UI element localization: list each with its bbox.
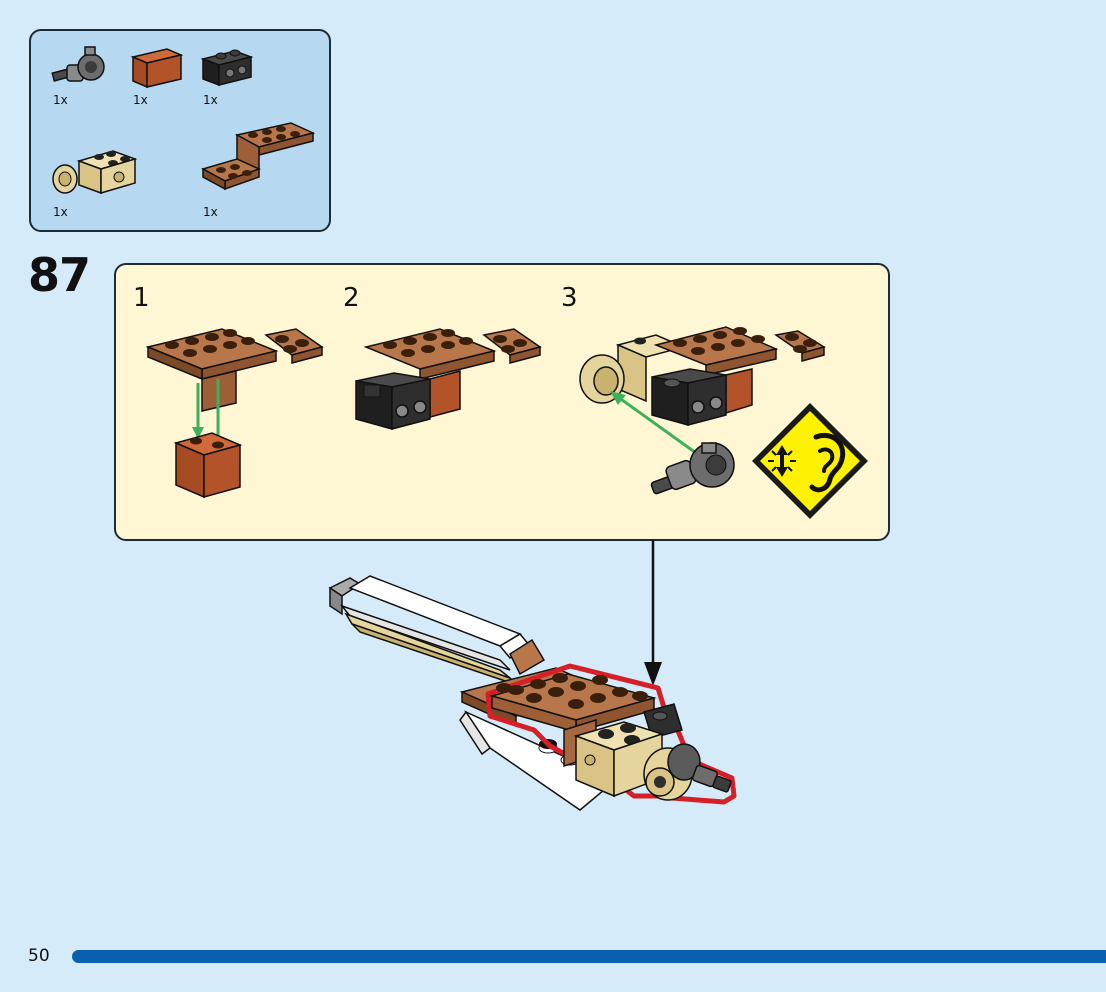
part-qty: 1x [203,205,218,219]
page-progress-bar [72,950,1106,963]
page-number: 50 [28,946,50,966]
substep-3-illustration [579,326,826,495]
parts-list-box: 1x 1x 1x 1x [29,29,331,232]
substep-1-label: 1 [133,283,150,313]
part-qty: 1x [133,93,148,107]
assembled-model-illustration [328,575,737,811]
ball-joint-part-icon [51,46,105,82]
part-qty: 1x [203,93,218,107]
tan-socket-brick-icon [52,150,138,195]
brick-1x2-brown-icon [130,48,184,89]
part-qty: 1x [53,93,68,107]
substep-3-label: 3 [561,283,578,313]
step-number: 87 [28,248,91,302]
brown-bracket-plate-icon [201,122,316,191]
step-connector-arrow [644,540,662,686]
substeps-box: 1 2 3 [114,263,890,541]
substep-2-illustration [355,328,542,430]
technic-brick-black-icon [200,49,254,87]
substep-2-label: 2 [343,283,360,313]
part-qty: 1x [53,205,68,219]
substep-1-illustration [145,328,324,499]
click-sound-ear-icon [752,403,868,519]
